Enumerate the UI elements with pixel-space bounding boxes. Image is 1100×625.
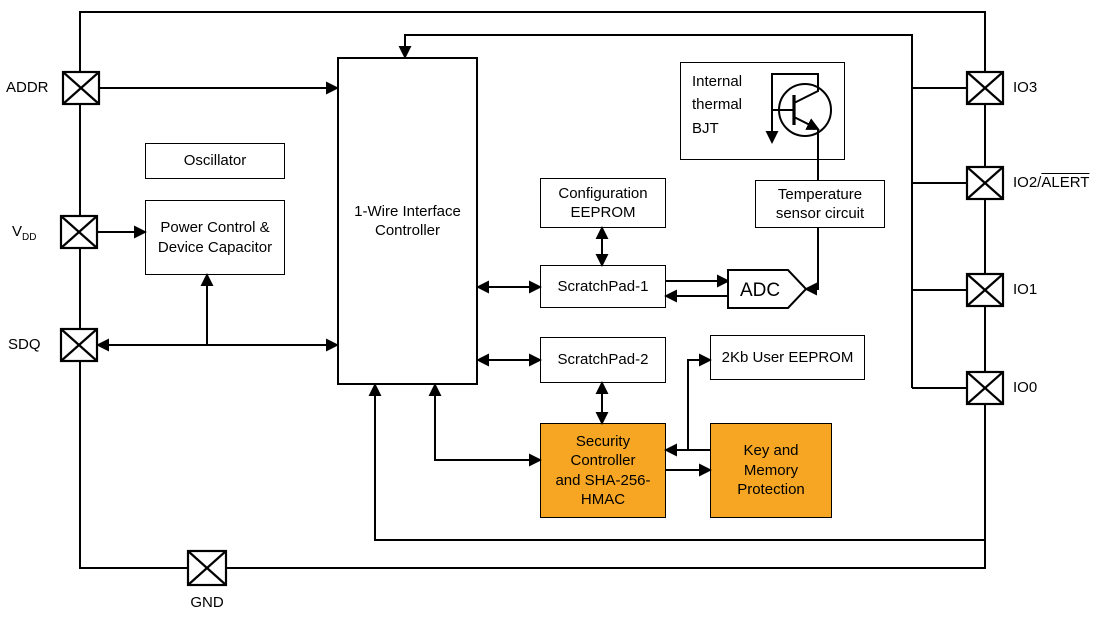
io3-pin-label: IO3	[1013, 79, 1038, 96]
scratchpad-2-label: ScratchPad-2	[557, 351, 649, 369]
security-controller-block: Security Controller and SHA-256- HMAC	[540, 423, 666, 518]
security-to-usereeprom-line	[687, 353, 712, 450]
bjt-line2: thermal	[692, 96, 743, 114]
oscillator-label: Oscillator	[183, 152, 247, 170]
power-control-block: Power Control & Device Capacitor	[145, 200, 285, 275]
key-memory-protection-block: Key and Memory Protection	[710, 423, 832, 518]
temp-sensor-line1: Temperature	[777, 185, 863, 203]
security-line2: Controller	[570, 452, 636, 469]
user-eeprom-label: 2Kb User EEPROM	[721, 348, 854, 366]
power-control-line2: Device Capacitor	[157, 238, 273, 256]
scratchpad-2-block: ScratchPad-2	[540, 337, 666, 383]
power-control-line1: Power Control &	[160, 219, 270, 236]
temp-sensor-line2: sensor circuit	[775, 205, 865, 222]
sdq-pin	[59, 327, 99, 363]
key-protection-line1: Key and	[743, 442, 799, 460]
scratchpad-1-block: ScratchPad-1	[540, 265, 666, 308]
config-eeprom-line2: EEPROM	[570, 204, 636, 221]
io2-label-base: IO2/	[1013, 174, 1042, 191]
io0-pin	[965, 370, 1005, 406]
security-line1: Security	[575, 432, 631, 450]
io2-label-overline: ALERT	[1041, 174, 1090, 191]
vdd-label-base: V	[12, 223, 23, 240]
one-wire-interface-controller-block: 1-Wire Interface Controller	[337, 57, 478, 385]
one-wire-line2: Controller	[374, 222, 441, 239]
security-line4: HMAC	[580, 491, 626, 508]
device-outline	[79, 11, 986, 569]
configuration-eeprom-block: Configuration EEPROM	[540, 178, 666, 228]
key-protection-line2: Memory	[743, 461, 799, 479]
config-eeprom-line1: Configuration	[558, 184, 648, 202]
tempsensor-to-adc-line	[804, 228, 819, 296]
oscillator-block: Oscillator	[145, 143, 285, 179]
adc-label: ADC	[740, 280, 780, 301]
sdq-pin-label: SDQ	[8, 336, 41, 353]
io3-pin	[965, 70, 1005, 106]
io2-alert-pin	[965, 165, 1005, 201]
internal-thermal-bjt-block: Internal thermal BJT	[680, 62, 845, 160]
io0-pin-label: IO0	[1013, 379, 1038, 396]
gnd-pin	[186, 549, 228, 587]
temperature-sensor-circuit-block: Temperature sensor circuit	[755, 180, 885, 228]
addr-pin-label: ADDR	[6, 79, 49, 96]
controller-to-security-line	[428, 383, 542, 467]
bjt-line3: BJT	[692, 119, 719, 137]
io1-pin	[965, 272, 1005, 308]
one-wire-line1: 1-Wire Interface	[354, 202, 461, 220]
vdd-pin-label: VDD	[12, 223, 36, 243]
security-line3: and SHA-256-	[555, 471, 651, 489]
user-eeprom-block: 2Kb User EEPROM	[710, 335, 865, 380]
io1-pin-label: IO1	[1013, 281, 1038, 298]
addr-pin	[61, 70, 101, 106]
scratchpad-1-label: ScratchPad-1	[557, 277, 649, 295]
adc-block	[727, 269, 808, 309]
key-protection-line3: Protection	[737, 481, 805, 499]
gnd-pin-label: GND	[190, 594, 224, 611]
vdd-pin	[59, 214, 99, 250]
vdd-label-subscript: DD	[22, 232, 37, 243]
bjt-line1: Internal	[692, 73, 743, 90]
controller-bottom-loop-line	[368, 383, 985, 541]
io2-alert-pin-label: IO2/ALERT	[1013, 174, 1089, 191]
